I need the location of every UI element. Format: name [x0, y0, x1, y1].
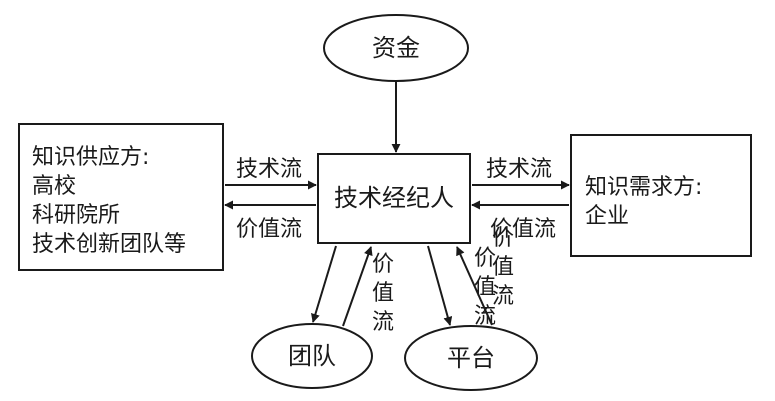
edge-label-team-value-flow: 价 值 流 [372, 252, 394, 335]
edge-label-demand-value-flow: 价值流 [490, 217, 556, 242]
edge-label-demand-tech-flow: 技术流 [486, 157, 552, 182]
team-node: 团队 [251, 323, 373, 389]
svg-text:值: 值 [372, 281, 394, 306]
svg-text:流: 流 [492, 284, 514, 309]
supply-line-3: 技术创新团队等 [32, 232, 186, 257]
demand-line-1: 企业 [585, 204, 629, 229]
svg-text:值: 值 [492, 255, 514, 280]
edge-label-supply-value-flow: 价值流 [236, 217, 302, 242]
svg-text:价: 价 [474, 246, 496, 271]
funding-node: 资金 [323, 14, 469, 82]
platform-node: 平台 [404, 325, 538, 391]
supply-line-2: 科研院所 [32, 203, 120, 228]
edge-label-platform-value-flow-2: 价 值 流 [492, 226, 514, 309]
demand-node: 知识需求方: 企业 [570, 134, 752, 257]
team-label: 团队 [288, 342, 336, 370]
arrow-platform-to-broker [456, 246, 493, 326]
supply-node: 知识供应方: 高校 科研院所 技术创新团队等 [18, 123, 224, 271]
arrow-broker-to-team [311, 245, 337, 323]
svg-text:价: 价 [492, 226, 514, 251]
supply-line-1: 高校 [32, 174, 76, 199]
svg-text:值: 值 [474, 275, 496, 300]
funding-label: 资金 [372, 34, 420, 62]
broker-node: 技术经纪人 [317, 153, 471, 244]
broker-label: 技术经纪人 [334, 184, 454, 212]
svg-text:流: 流 [474, 304, 496, 329]
platform-label: 平台 [447, 344, 495, 372]
svg-text:价: 价 [372, 252, 394, 277]
demand-title: 知识需求方: [585, 175, 702, 200]
arrow-broker-to-platform [427, 245, 453, 326]
arrow-team-to-broker [342, 246, 373, 327]
svg-text:流: 流 [372, 310, 394, 335]
supply-title: 知识供应方: [32, 145, 149, 170]
edge-label-platform-value-flow-1: 价 值 流 [474, 246, 496, 329]
edge-label-supply-tech-flow: 技术流 [236, 157, 302, 182]
